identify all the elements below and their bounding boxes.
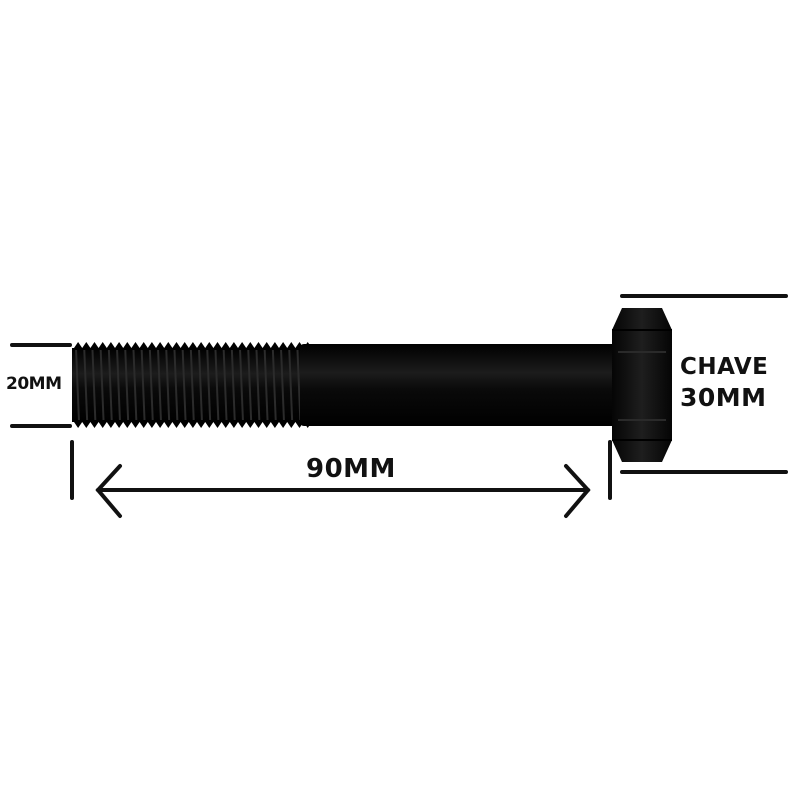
wrench-dimension xyxy=(620,294,788,474)
wrench-label-line2: 30MM xyxy=(680,383,767,412)
wrench-size-label: CHAVE 30MM xyxy=(680,354,769,412)
bolt-shank xyxy=(300,344,620,426)
wrench-label-line1: CHAVE xyxy=(680,354,769,380)
diameter-label: 20MM xyxy=(6,374,62,394)
bolt-thread xyxy=(72,342,312,428)
bolt-head xyxy=(612,308,672,462)
diameter-dimension xyxy=(10,343,72,428)
length-label: 90MM xyxy=(306,454,396,484)
length-dimension xyxy=(70,440,612,518)
